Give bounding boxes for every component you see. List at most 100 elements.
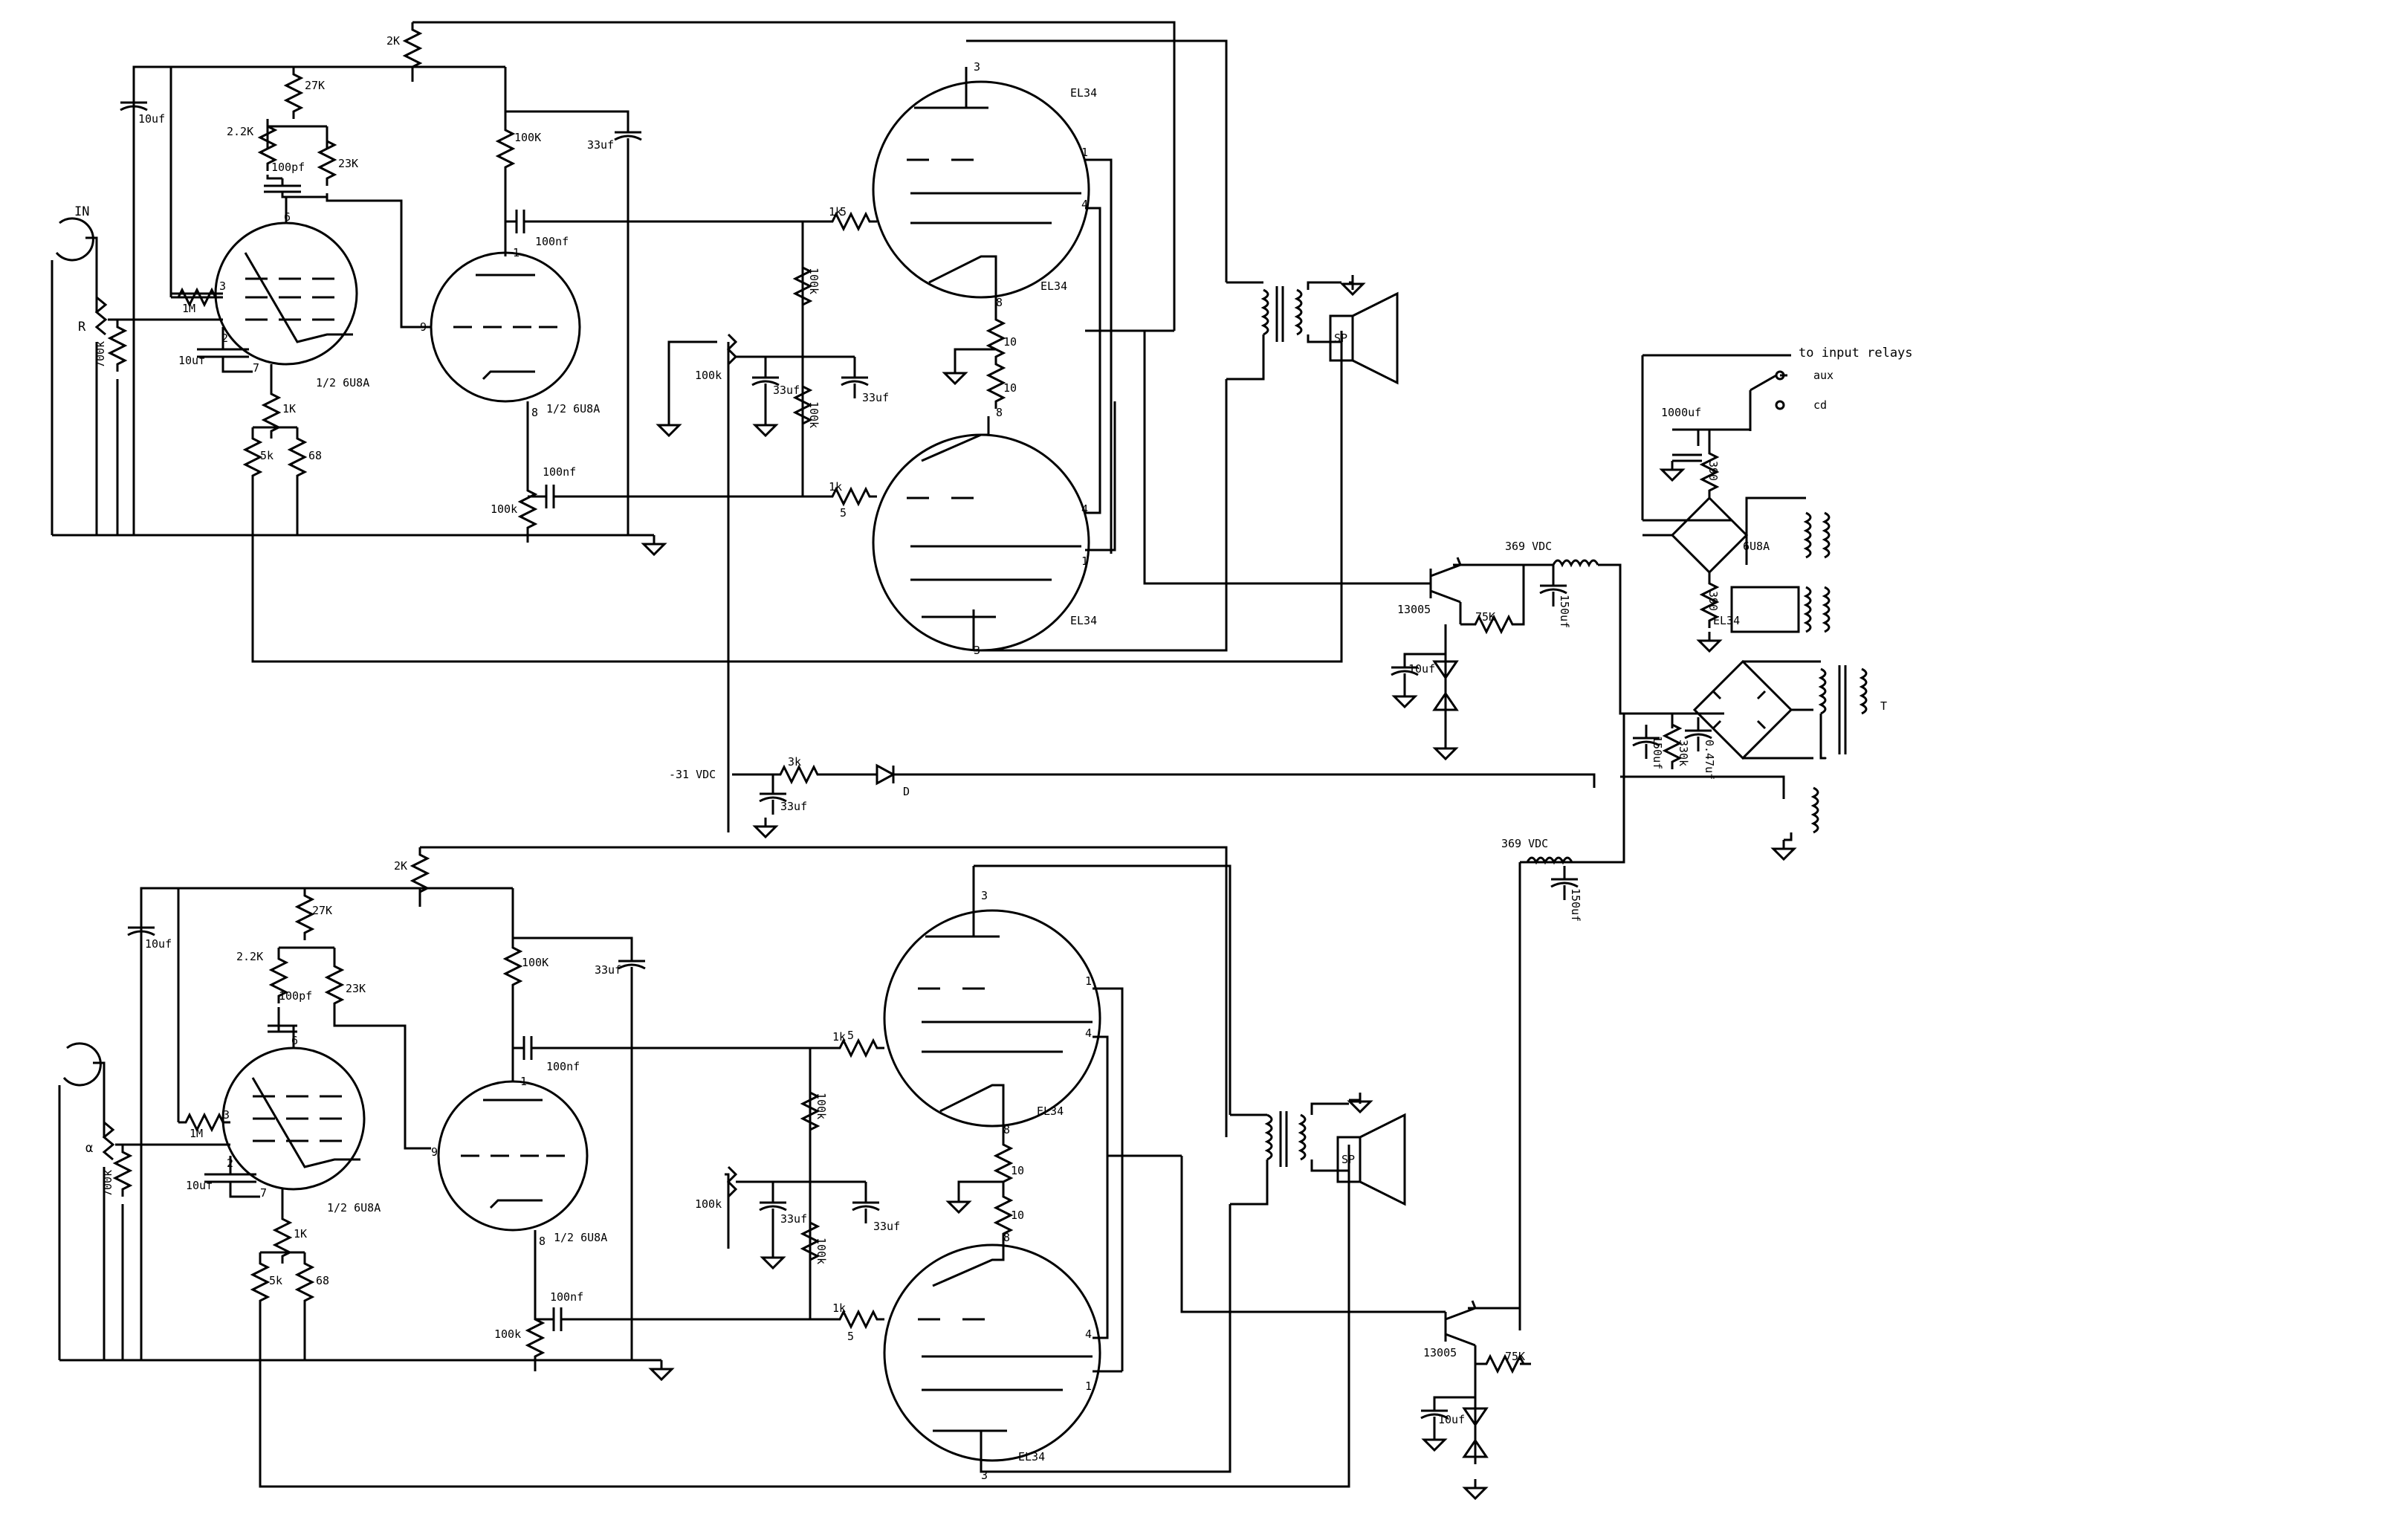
c-100nf-1-bottom-label: 100nf bbox=[546, 1060, 580, 1073]
r-1k-label: 1K bbox=[282, 402, 296, 415]
r-700k-label: 700k bbox=[94, 341, 107, 368]
r-100k-v1-label: 100k bbox=[807, 268, 821, 294]
c-1000uf-label: 1000uf bbox=[1661, 406, 1701, 419]
r-2.2k-bottom-label: 2.2K bbox=[236, 950, 263, 963]
c-10uf-cathode-label: 10uf bbox=[178, 354, 205, 367]
r-27k-bottom-label: 27K bbox=[312, 904, 332, 917]
r-23k-label: 23K bbox=[338, 157, 358, 170]
r-3k-label: 3k bbox=[788, 755, 801, 769]
top-channel: IN R 700k 10uf 2K 27K 2.2K 23K 100pf 6 bbox=[51, 21, 1399, 832]
c-100pf-label: 100pf bbox=[271, 161, 305, 174]
tube-6u8a-heater-label: 6U8A bbox=[1743, 540, 1770, 553]
r-2k-bottom-label: 2K bbox=[394, 859, 407, 873]
r-27k-label: 27K bbox=[305, 79, 325, 92]
b-pin-7-label: 7 bbox=[260, 1186, 267, 1200]
b-el34-pin5-lower: 5 bbox=[847, 1330, 854, 1343]
r-100k-v2-bottom-label: 100k bbox=[815, 1238, 828, 1264]
b-pin-3-label: 3 bbox=[223, 1108, 230, 1122]
tube2-label: 1/2 6U8A bbox=[546, 402, 600, 415]
relay-bridge-rectifier-icon bbox=[1670, 496, 1749, 575]
r-100k-grid-bottom-label: 100k bbox=[494, 1327, 521, 1341]
tube-6u8a-bottom-icon bbox=[221, 1047, 366, 1191]
v369-top-label: 369 VDC bbox=[1505, 540, 1552, 553]
speaker-top-label: SP bbox=[1334, 331, 1347, 345]
volume-pot-label: R bbox=[78, 320, 86, 334]
b-t2-pin-9-label: 9 bbox=[431, 1145, 438, 1159]
c-33uf-b-label: 33uf bbox=[862, 391, 889, 404]
b-t2-pin-1-label: 1 bbox=[520, 1075, 527, 1088]
relay-supply: to input relays aux cd 1000uf 390 6U8A 3… bbox=[1641, 346, 1913, 653]
volume-pot-bottom-label: α bbox=[85, 1141, 93, 1156]
r-75k-top-label: 75K bbox=[1475, 610, 1495, 624]
pin-5-bot-label: 5 bbox=[840, 506, 847, 520]
transistor-bottom-label: 13005 bbox=[1423, 1346, 1457, 1359]
r-1k-g2-bottom-label: 1k bbox=[832, 1301, 846, 1315]
pin-3-label: 3 bbox=[219, 279, 226, 293]
r-1k-bottom-label: 1K bbox=[294, 1227, 307, 1241]
b-el34-u-pin1-label: 1 bbox=[1085, 974, 1092, 988]
el34-u-pin8-label: 8 bbox=[996, 296, 1003, 309]
r-100k-plate-bottom-label: 100K bbox=[522, 956, 548, 969]
bottom-channel: α 700k 10uf 2K 27K 2.2K 23K 100pf 6 3 2 … bbox=[58, 846, 1446, 1488]
el34-bottom-lower-label: EL34 bbox=[1018, 1450, 1045, 1463]
r-1k-g2-label: 1k bbox=[829, 480, 842, 494]
zener-diode-bottom-icon bbox=[1462, 1407, 1489, 1458]
c-10uf-top-label: 10uf bbox=[1408, 662, 1435, 676]
c-33uf-a-bottom-label: 33uf bbox=[780, 1212, 807, 1226]
c-150uf-c-label: 150uf bbox=[1569, 888, 1582, 922]
aux-label: aux bbox=[1813, 369, 1833, 382]
b-el34-l-pin3-label: 3 bbox=[981, 1469, 988, 1482]
r-68-bottom-label: 68 bbox=[316, 1274, 329, 1287]
r-2k-label: 2K bbox=[386, 34, 400, 48]
transistor-13005-top-icon bbox=[1429, 557, 1463, 604]
el34-u-pin1-label: 1 bbox=[1081, 146, 1088, 159]
tube-6u8a-triode-icon bbox=[430, 251, 581, 403]
tube1-label: 1/2 6U8A bbox=[316, 376, 369, 389]
c-150uf-b-label: 150uf bbox=[1651, 736, 1664, 769]
c-100nf-2-bottom-label: 100nf bbox=[550, 1290, 583, 1304]
diode-icon bbox=[876, 763, 896, 786]
r-10-a-label: 10 bbox=[1003, 335, 1017, 349]
r-10-b-label: 10 bbox=[1003, 381, 1017, 395]
r-1k-g1-label: 1k bbox=[829, 205, 842, 219]
b-el34-pin5-upper: 5 bbox=[847, 1029, 854, 1042]
diode-label: D bbox=[903, 785, 910, 798]
el34-mid-label: EL34 bbox=[1040, 279, 1067, 293]
input-jack-icon bbox=[51, 217, 94, 535]
c-100nf-2-label: 100nf bbox=[543, 465, 576, 479]
power-transformer-icon bbox=[1819, 665, 1868, 760]
b-el34-u-pin3-label: 3 bbox=[981, 889, 988, 902]
el34-tube-bottom-upper-icon bbox=[883, 866, 1101, 1128]
b-el34-u-pin8-label: 8 bbox=[1003, 1123, 1010, 1136]
b-el34-l-pin8-label: 8 bbox=[1003, 1231, 1010, 1244]
r-390-a-label: 390 bbox=[1706, 461, 1720, 481]
tube-6u8a-triode-pentode-icon bbox=[214, 221, 358, 366]
output-transformer-bottom-icon bbox=[1266, 1111, 1307, 1167]
c-100pf-bottom-label: 100pf bbox=[279, 989, 312, 1003]
input-jack-bottom-icon bbox=[58, 1042, 102, 1360]
speaker-bottom-label: SP bbox=[1341, 1153, 1355, 1166]
speaker-bottom-icon bbox=[1336, 1113, 1406, 1206]
relay-title: to input relays bbox=[1799, 346, 1913, 360]
r-10-a-bottom-label: 10 bbox=[1011, 1164, 1024, 1177]
r-330k-label: 330k bbox=[1677, 740, 1690, 766]
tube2-bottom-label: 1/2 6U8A bbox=[554, 1231, 607, 1244]
pin-1-label: 1 bbox=[513, 246, 520, 259]
pot-100k-label: 100k bbox=[695, 369, 722, 382]
el34-lower-label: EL34 bbox=[1070, 614, 1097, 627]
c-150uf-a-label: 150uf bbox=[1558, 595, 1571, 628]
r-5k-bottom-label: 5k bbox=[269, 1274, 282, 1287]
pin-7-label: 7 bbox=[253, 361, 259, 375]
r-100k-v1-bottom-label: 100k bbox=[815, 1093, 828, 1119]
r-2.2k-label: 2.2K bbox=[227, 125, 253, 138]
el34-l-pin8-label: 8 bbox=[996, 406, 1003, 419]
r-100k-grid-label: 100k bbox=[491, 502, 517, 516]
c-100nf-1-label: 100nf bbox=[535, 235, 569, 248]
c-33uf-bottom-label: 33uf bbox=[595, 963, 621, 977]
el34-bottom-mid-label: EL34 bbox=[1037, 1104, 1064, 1118]
c-10uf-bottom-label: 10uf bbox=[145, 937, 172, 951]
pin-2-label: 2 bbox=[221, 331, 228, 345]
pin-8-label: 8 bbox=[531, 406, 538, 419]
neg-voltage-label: -31 VDC bbox=[669, 768, 716, 781]
